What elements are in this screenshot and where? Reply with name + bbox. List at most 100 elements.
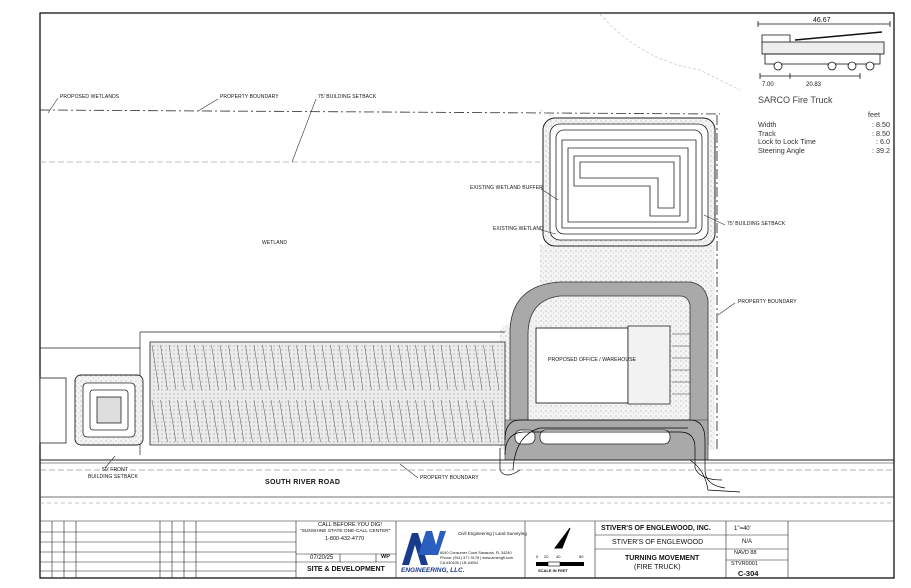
- project-number: STVR0001: [731, 561, 758, 567]
- parking-stall-line: [415, 344, 423, 391]
- parking-stall-line: [474, 399, 483, 443]
- building-setback-label: 75' BUILDING SETBACK: [318, 94, 377, 100]
- scale-tick-0: 0: [536, 554, 539, 559]
- vertical-scale: N/A: [742, 539, 753, 545]
- horizontal-scale: 1"=40': [734, 526, 751, 532]
- parking-stall-line: [406, 344, 415, 391]
- parking-stall-line: [372, 344, 381, 391]
- existing-wetland-buffer-label: EXISTING WETLAND BUFFER: [470, 185, 543, 191]
- parking-stall-line: [423, 344, 432, 391]
- firm-license: CA #30105 | LB #4004: [440, 561, 479, 565]
- parking-stall-line: [194, 344, 202, 391]
- spec-label: Width: [758, 120, 777, 129]
- parking-stall-line: [245, 344, 253, 391]
- parking-stall-line: [347, 344, 355, 391]
- datum: NAVD 88: [734, 550, 757, 556]
- property-boundary-right-label: PROPERTY BOUNDARY: [738, 299, 797, 305]
- spec-value: : 8.50: [872, 128, 890, 138]
- parking-stall-line: [457, 344, 466, 391]
- parking-stall-line: [287, 344, 296, 391]
- project-company: STIVER'S OF ENGLEWOOD, INC.: [601, 525, 711, 532]
- parking-stall-line: [432, 344, 440, 391]
- front-setback-label-2: BUILDING SETBACK: [88, 474, 138, 480]
- parking-stalls: [151, 344, 500, 443]
- truck-spec-row: Lock to Lock Time: 6.0: [758, 137, 890, 146]
- parking-stall-line: [415, 399, 423, 443]
- parking-stall-line: [440, 399, 449, 443]
- parking-stall-line: [177, 344, 185, 391]
- parking-stall-line: [449, 399, 457, 443]
- spec-value: : 6.0: [876, 137, 890, 146]
- sheet-subtitle: (FIRE TRUCK): [634, 564, 681, 571]
- call-center-phone: 1-800-432-4770: [325, 536, 365, 542]
- parking-stall-line: [364, 399, 372, 443]
- property-boundary-label: PROPERTY BOUNDARY: [220, 94, 279, 100]
- parking-stall-line: [432, 399, 440, 443]
- call-before-dig: CALL BEFORE YOU DIG!: [318, 522, 382, 528]
- parking-stall-line: [296, 344, 304, 391]
- parking-stall-line: [304, 344, 313, 391]
- parking-stall-line: [355, 399, 364, 443]
- date: 07/20/25: [310, 555, 334, 561]
- parking-stall-line: [219, 344, 228, 391]
- truck-length: 46.67: [813, 17, 831, 24]
- parking-stall-line: [211, 344, 219, 391]
- project-name: STIVER'S OF ENGLEWOOD: [612, 539, 704, 546]
- parking-area: [149, 341, 506, 446]
- section-title: SITE & DEVELOPMENT: [307, 566, 385, 573]
- fire-truck-diagram: [757, 21, 891, 79]
- parking-stall-line: [381, 344, 389, 391]
- scale-tick-20: 20: [544, 554, 549, 559]
- parking-stall-line: [236, 344, 245, 391]
- parking-stall-line: [245, 399, 253, 443]
- truck-dim-front: 7.00: [762, 82, 774, 88]
- title-block: [40, 520, 894, 578]
- parking-stall-line: [279, 344, 287, 391]
- parking-stall-line: [406, 399, 415, 443]
- parking-stall-line: [202, 344, 211, 391]
- parking-stall-line: [372, 399, 381, 443]
- parking-stall-line: [151, 344, 160, 391]
- parking-stall-line: [381, 399, 389, 443]
- parking-stall-line: [304, 399, 313, 443]
- road-name: SOUTH RIVER ROAD: [265, 479, 341, 486]
- parking-stall-line: [253, 344, 262, 391]
- parking-stall-line: [389, 399, 398, 443]
- parking-stall-line: [466, 344, 474, 391]
- parking-stall-line: [364, 344, 372, 391]
- parking-stall-line: [270, 399, 279, 443]
- parking-stall-line: [279, 399, 287, 443]
- firm-address: 6040 Consumer Court Sarasota, FL 34240: [440, 551, 512, 555]
- parking-stall-line: [483, 399, 491, 443]
- proposed-wetlands-label: PROPOSED WETLANDS: [60, 94, 120, 100]
- scale-caption: SCALE IN FEET: [538, 568, 569, 573]
- am-engineering-logo: [402, 531, 446, 565]
- parking-stall-line: [194, 399, 202, 443]
- front-setback-label: 50' FRONT: [102, 467, 129, 473]
- parking-stall-line: [185, 399, 194, 443]
- parking-stall-line: [296, 399, 304, 443]
- parking-stall-line: [398, 344, 406, 391]
- parking-stall-line: [423, 399, 432, 443]
- firm-name: ENGINEERING, LLC.: [401, 567, 465, 574]
- truck-spec-row: Steering Angle: 39.2: [758, 146, 890, 155]
- parking-stall-line: [160, 399, 168, 443]
- parking-stall-line: [321, 399, 330, 443]
- initials: WP: [381, 554, 390, 560]
- parking-stall-line: [262, 344, 270, 391]
- parking-stall-line: [168, 399, 177, 443]
- building-label: PROPOSED OFFICE / WAREHOUSE: [548, 357, 637, 363]
- parking-stall-line: [202, 399, 211, 443]
- building-setback-right-label: 75' BUILDING SETBACK: [727, 221, 786, 227]
- property-boundary-line: [39, 109, 721, 115]
- parking-stall-line: [483, 344, 491, 391]
- parking-stall-line: [160, 344, 168, 391]
- parking-stall-line: [262, 399, 270, 443]
- parking-stall-line: [270, 344, 279, 391]
- spec-label: Track: [758, 128, 776, 138]
- parking-stall-line: [466, 399, 474, 443]
- spec-value: : 8.50: [872, 120, 890, 129]
- parking-stall-line: [228, 399, 236, 443]
- parking-stall-line: [177, 399, 185, 443]
